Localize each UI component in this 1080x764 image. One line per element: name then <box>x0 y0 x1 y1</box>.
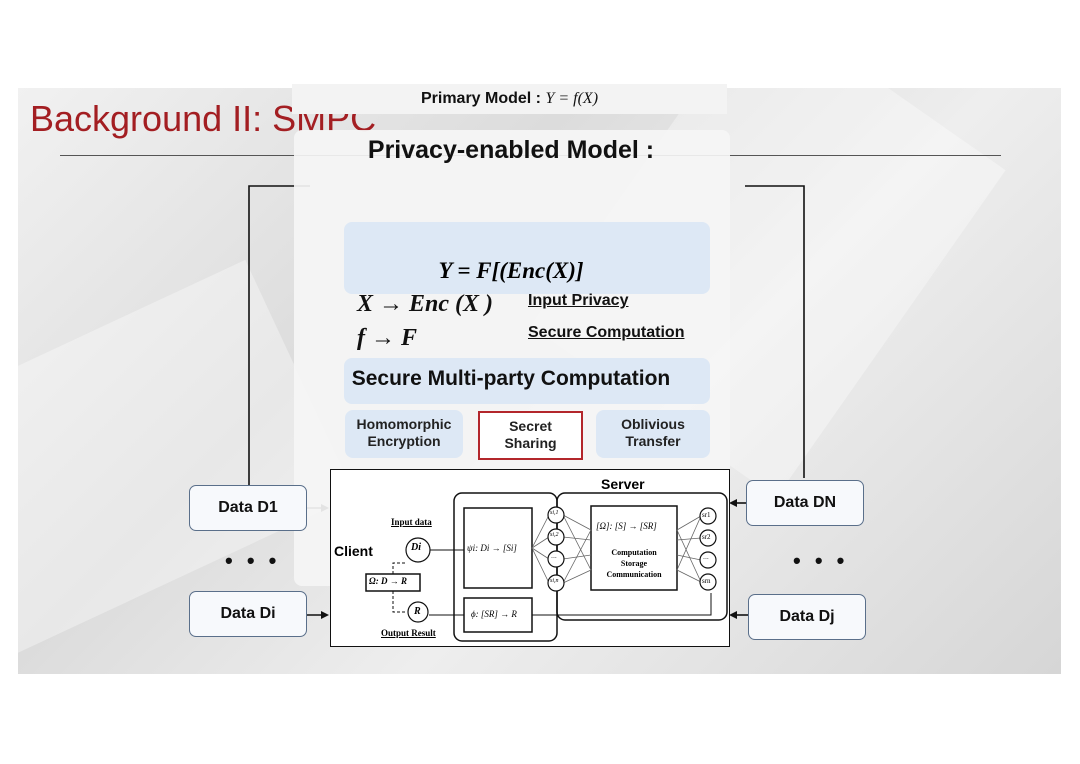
server-function: [Ω]: [S] → [SR] <box>596 521 657 531</box>
privacy-model-block <box>344 222 710 294</box>
data-dj-box: Data Dj <box>748 594 866 640</box>
input-data-label: Input data <box>391 517 432 527</box>
technique-line: Encryption <box>367 433 441 449</box>
technique-homomorphic: Homomorphic Encryption <box>345 416 463 450</box>
server-capabilities: Computation Storage Communication <box>593 547 675 580</box>
privacy-model-title: Privacy-enabled Model : <box>367 136 655 164</box>
communication-text: Communication <box>606 570 662 579</box>
technique-block <box>596 410 710 458</box>
primary-model-formula: Y = f(X) <box>545 90 599 107</box>
share-node: ... <box>551 553 557 560</box>
technique-block <box>345 410 463 458</box>
technique-line: Secret <box>509 418 552 434</box>
input-mapping: X → Enc (X ) <box>357 291 494 317</box>
sr-node: sr2 <box>702 533 711 541</box>
reconstruct-function: ϕ: [SR] → R <box>471 609 517 619</box>
storage-text: Storage <box>620 559 648 568</box>
privacy-model-formula: Y = F[(Enc(X)] <box>438 258 584 283</box>
sr-node: sr1 <box>702 511 711 519</box>
smpc-architecture-diagram: Server Client Input data Di ψi: Di → [Si… <box>330 469 730 647</box>
primary-model-label: Primary Model : Y = f(X) <box>292 84 727 114</box>
architecture-lines <box>365 492 728 642</box>
technique-line: Homomorphic <box>356 416 452 432</box>
technique-line: Transfer <box>625 433 681 449</box>
sr-node: ... <box>703 554 709 561</box>
smpc-title: Secure Multi-party Computation <box>351 367 671 390</box>
input-privacy-label: Input Privacy <box>528 292 629 309</box>
client-label: Client <box>334 543 373 559</box>
share-node: si,2 <box>550 532 559 538</box>
technique-line: Oblivious <box>621 416 685 432</box>
primary-model-text: Primary Model : <box>420 90 541 107</box>
left-ellipsis: • • • <box>225 548 281 573</box>
r-node: R <box>414 606 421 617</box>
right-ellipsis: • • • <box>793 548 849 573</box>
technique-secret-sharing: Secret Sharing <box>480 418 581 452</box>
di-node: Di <box>411 542 421 553</box>
smpc-block <box>344 358 710 404</box>
sr-node: srn <box>702 577 711 585</box>
sharing-function: ψi: Di → [Si] <box>467 543 517 553</box>
technique-oblivious-transfer: Oblivious Transfer <box>596 416 710 450</box>
secret-sharing-highlight <box>478 411 583 460</box>
function-mapping: f → F <box>357 325 417 351</box>
output-result-label: Output Result <box>381 628 436 638</box>
data-d1-box: Data D1 <box>189 485 307 531</box>
share-node: si,1 <box>550 510 559 516</box>
server-label: Server <box>601 476 645 492</box>
data-di-box: Data Di <box>189 591 307 637</box>
secure-computation-label: Secure Computation <box>528 324 685 341</box>
computation-text: Computation <box>611 548 657 557</box>
client-function: Ω: D → R <box>369 576 407 586</box>
technique-line: Sharing <box>504 435 557 451</box>
share-node: si,n <box>550 578 559 584</box>
data-dn-box: Data DN <box>746 480 864 526</box>
